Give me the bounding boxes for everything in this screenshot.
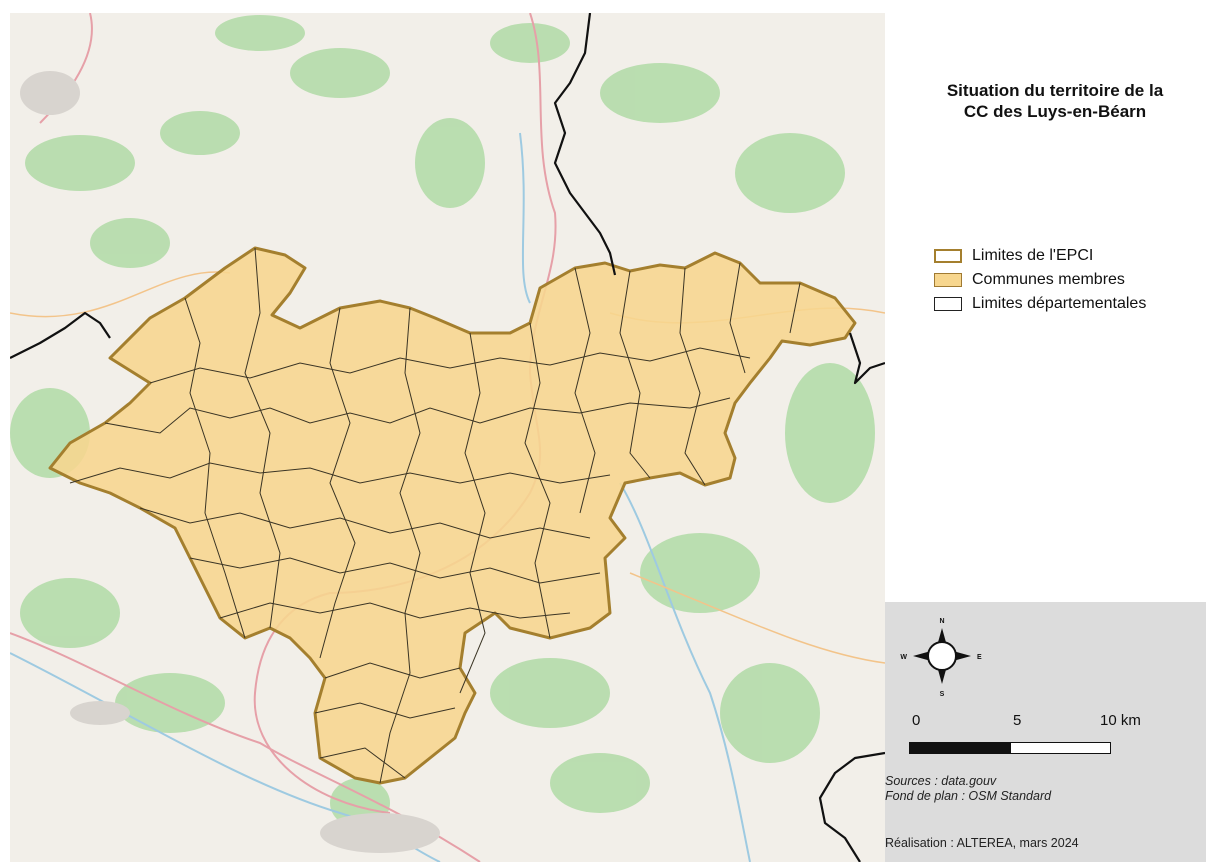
legend-item-departements: Limites départementales	[934, 292, 1146, 316]
map-credit: Réalisation : ALTEREA, mars 2024	[885, 836, 1079, 850]
scale-label-0: 0	[912, 712, 921, 729]
scale-segment-white	[1010, 742, 1111, 754]
legend-swatch-departements	[934, 297, 962, 311]
compass-north-label: N	[939, 618, 944, 625]
scale-label-5: 5	[1013, 712, 1022, 729]
legend-label-communes: Communes membres	[972, 271, 1125, 288]
map-title: Situation du territoire de la CC des Luy…	[905, 80, 1205, 122]
legend-swatch-communes	[934, 273, 962, 287]
compass-rose-icon: N S E W	[900, 618, 982, 698]
urban-areas	[20, 71, 440, 853]
map-title-line-2: CC des Luys-en-Béarn	[963, 102, 1147, 121]
compass-west-label: W	[900, 654, 907, 661]
legend-item-communes: Communes membres	[934, 268, 1146, 292]
compass-south-label: S	[940, 691, 945, 698]
sources-line-1: Sources : data.gouv	[885, 774, 997, 788]
map-legend: Limites de l'EPCI Communes membres Limit…	[934, 244, 1146, 316]
map-info-panel: N S E W 0 5 10 km Sources : data.gouv Fo…	[885, 602, 1206, 862]
legend-label-epci: Limites de l'EPCI	[972, 247, 1094, 264]
scale-label-10: 10 km	[1100, 712, 1141, 729]
department-boundaries	[10, 13, 885, 862]
map-title-line-1: Situation du territoire de la	[946, 81, 1164, 100]
map-view[interactable]	[10, 13, 885, 862]
legend-swatch-epci	[934, 249, 962, 263]
compass-east-label: E	[977, 654, 982, 661]
legend-item-epci: Limites de l'EPCI	[934, 244, 1146, 268]
map-sources: Sources : data.gouv Fond de plan : OSM S…	[885, 774, 1051, 804]
commune-boundaries	[69, 247, 801, 784]
scale-bar: 0 5 10 km	[895, 712, 1141, 762]
scale-segment-black	[909, 742, 1010, 754]
sources-line-2: Fond de plan : OSM Standard	[885, 789, 1052, 803]
legend-label-departements: Limites départementales	[972, 295, 1147, 312]
